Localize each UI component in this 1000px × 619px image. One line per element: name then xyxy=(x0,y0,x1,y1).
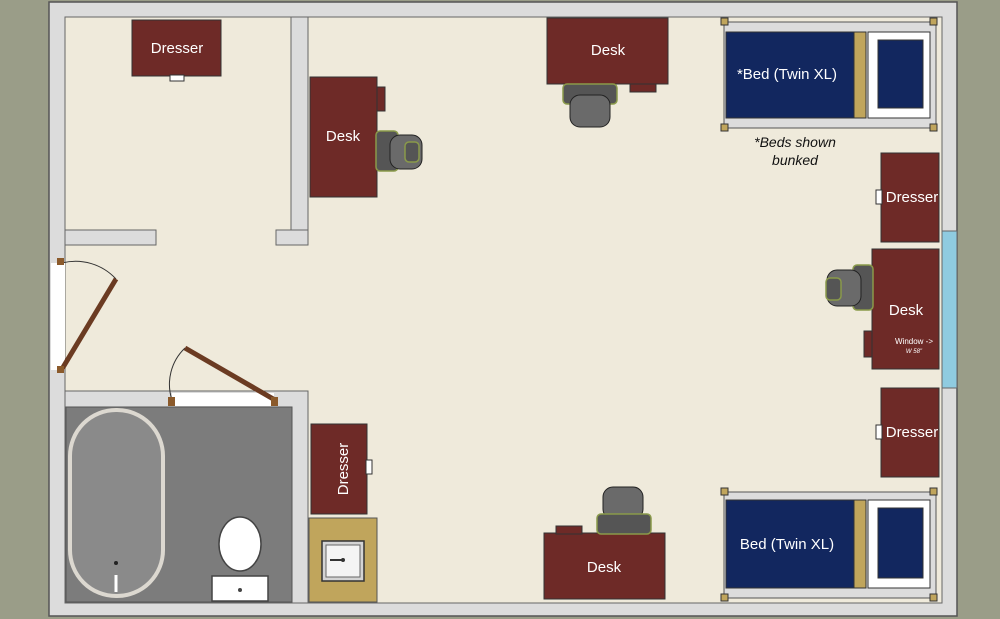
bed-post xyxy=(929,123,938,132)
closet-wall-stub xyxy=(275,229,309,246)
bed-bottom-pillow xyxy=(877,507,924,579)
window-note: Window -> xyxy=(895,337,933,346)
bed-bottom-blanket xyxy=(725,499,855,589)
chair-bottom xyxy=(596,486,652,535)
desk-top-label: Desk xyxy=(591,42,626,59)
chair-top xyxy=(562,83,618,128)
dresser-right-upper xyxy=(880,152,940,243)
dresser-right-lower xyxy=(880,387,940,478)
desk-bottom-label: Desk xyxy=(587,559,622,576)
desk-drawer xyxy=(629,83,657,93)
dresser-handle xyxy=(365,459,373,475)
chair-right xyxy=(825,264,874,311)
desk-right-label: Desk xyxy=(889,302,924,319)
bed-post xyxy=(720,17,729,26)
beds-note-line1: *Beds shown xyxy=(754,134,836,150)
dresser-right-lower-label: Dresser xyxy=(886,424,939,441)
entry-door-arc xyxy=(61,260,117,280)
chair-left xyxy=(375,130,423,172)
dresser-top-left-label: Dresser xyxy=(151,40,204,57)
sink-drain xyxy=(341,558,345,562)
bed-top-pillow xyxy=(877,39,924,109)
bed-post xyxy=(720,593,729,602)
bed-post xyxy=(929,593,938,602)
bed-bottom-fold xyxy=(853,499,867,589)
dresser-handle xyxy=(875,189,883,205)
desk-top xyxy=(546,17,669,85)
dresser-bath-label: Dresser xyxy=(335,443,352,496)
bed-bottom-label: Bed (Twin XL) xyxy=(740,536,834,553)
tub-drain xyxy=(114,561,118,565)
desk-left xyxy=(309,76,378,198)
hinge xyxy=(57,258,64,265)
bed-post xyxy=(720,123,729,132)
bed-top-fold xyxy=(853,31,867,119)
desk-bottom xyxy=(543,532,666,600)
bath-door-arc xyxy=(168,347,186,401)
bed-top-label: *Bed (Twin XL) xyxy=(737,66,837,83)
window-width: W 58" xyxy=(906,349,923,355)
desk-drawer xyxy=(863,330,873,358)
desk-drawer xyxy=(555,525,583,535)
bed-post xyxy=(929,487,938,496)
toilet-bowl xyxy=(218,516,262,572)
toilet-button xyxy=(238,588,242,592)
hinge xyxy=(57,366,64,373)
dresser-handle xyxy=(875,424,883,440)
entry-door[interactable] xyxy=(59,277,119,371)
dresser-handle xyxy=(169,74,185,82)
dresser-bath xyxy=(310,423,368,515)
window xyxy=(941,230,958,389)
bed-post xyxy=(929,17,938,26)
bathroom-door[interactable] xyxy=(183,345,277,403)
hinge xyxy=(271,397,278,406)
bathroom-door-opening xyxy=(172,393,274,406)
bed-post xyxy=(720,487,729,496)
bathtub xyxy=(68,408,165,598)
dresser-right-upper-label: Dresser xyxy=(886,189,939,206)
bed-top-blanket xyxy=(725,31,855,119)
desk-drawer xyxy=(376,86,386,112)
desk-left-label: Desk xyxy=(326,128,361,145)
beds-note-line2: bunked xyxy=(772,152,819,168)
hinge xyxy=(168,397,175,406)
entry-door-opening xyxy=(51,263,65,370)
dresser-top-left xyxy=(131,19,222,77)
closet-wall-vertical xyxy=(290,16,309,246)
closet-wall-horizontal xyxy=(64,229,157,246)
